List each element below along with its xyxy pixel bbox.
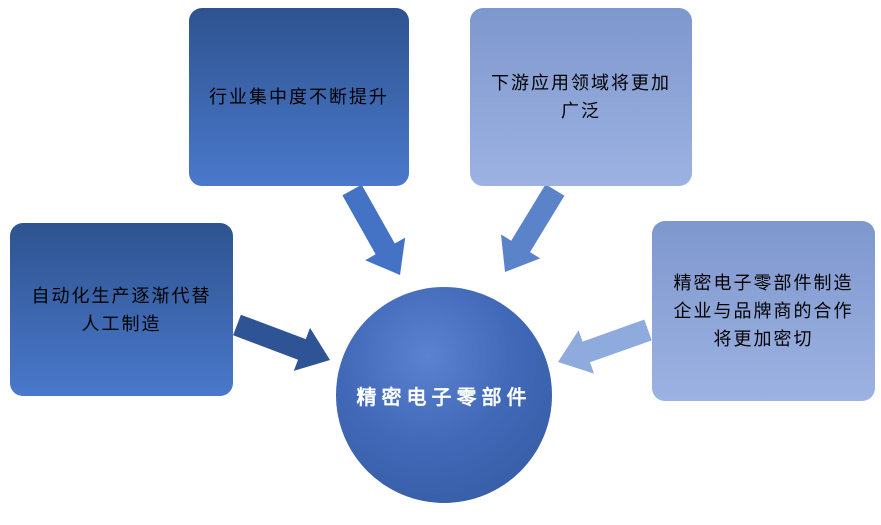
center-node: 精密电子零部件	[336, 287, 552, 503]
box-downstream-applications-label: 下游应用领域将更加 广泛	[491, 73, 671, 121]
arrow-top-left-to-center	[342, 184, 406, 275]
box-industry-concentration: 行业集中度不断提升	[189, 8, 409, 186]
box-brand-cooperation: 精密电子零部件制造 企业与品牌商的合作 将更加密切	[652, 221, 875, 401]
arrow-left-to-center	[233, 314, 330, 371]
arrow-top-right-to-center	[501, 184, 565, 272]
arrow-right-to-center	[558, 319, 652, 374]
box-automation-production: 自动化生产逐渐代替 人工制造	[10, 223, 233, 396]
box-automation-production-label: 自动化生产逐渐代替 人工制造	[31, 285, 212, 334]
box-downstream-applications: 下游应用领域将更加 广泛	[470, 8, 692, 186]
box-brand-cooperation-label: 精密电子零部件制造 企业与品牌商的合作 将更加密切	[673, 273, 854, 349]
center-node-label: 精密电子零部件	[356, 386, 532, 409]
box-industry-concentration-label: 行业集中度不断提升	[209, 87, 389, 107]
